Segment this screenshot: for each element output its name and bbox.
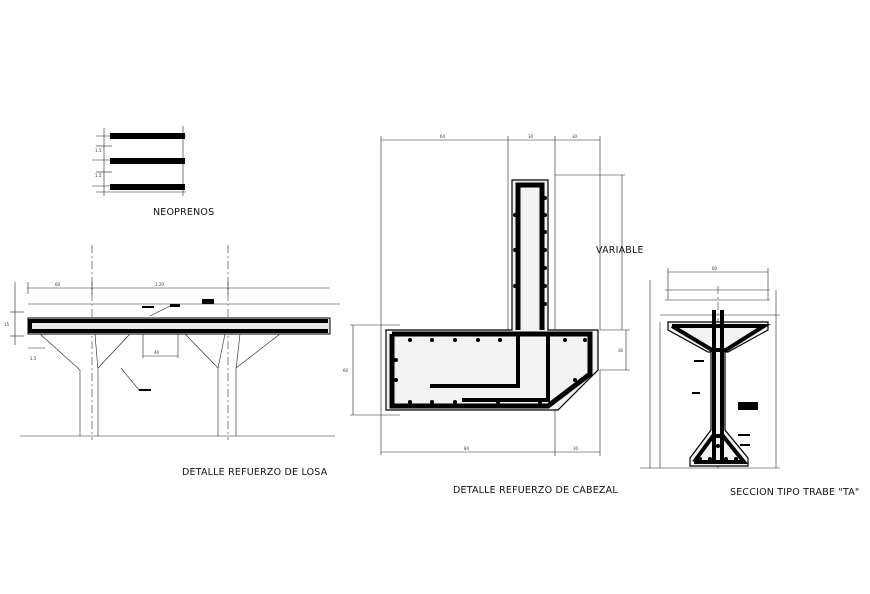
svg-text:40: 40 — [154, 350, 160, 355]
neoprenos-detail: 1.5 1.5 — [92, 126, 186, 196]
svg-text:60: 60 — [343, 368, 349, 373]
cabezal-body — [385, 179, 599, 411]
svg-text:1.5: 1.5 — [95, 148, 102, 153]
label-variable: VARIABLE — [596, 245, 644, 256]
svg-text:30: 30 — [618, 348, 624, 353]
svg-text:84: 84 — [464, 446, 470, 451]
svg-text:1.5: 1.5 — [95, 173, 102, 178]
svg-text:1.20: 1.20 — [155, 282, 164, 287]
svg-text:60: 60 — [712, 266, 718, 271]
neoprene-pad-3 — [110, 184, 185, 190]
trabe-detail: 60 — [640, 266, 780, 469]
svg-text:30: 30 — [573, 446, 579, 451]
label-trabe: SECCION TIPO TRABE "TA" — [730, 487, 860, 498]
cabezal-detail: 64 30 30 — [343, 134, 630, 456]
losa-detail: 60 1.20 15 40 1.5 — [4, 245, 340, 440]
label-cabezal: DETALLE REFUERZO DE CABEZAL — [453, 485, 618, 496]
rebar-dots — [394, 196, 587, 404]
svg-text:60: 60 — [55, 282, 61, 287]
label-neoprenos: NEOPRENOS — [153, 207, 215, 218]
svg-text:30: 30 — [528, 134, 534, 139]
label-losa: DETALLE REFUERZO DE LOSA — [182, 467, 328, 478]
svg-text:15: 15 — [4, 322, 10, 327]
neoprene-pad-2 — [110, 158, 185, 164]
svg-text:64: 64 — [440, 134, 446, 139]
svg-text:1.5: 1.5 — [30, 356, 37, 361]
trabe-section — [667, 321, 769, 467]
svg-text:30: 30 — [572, 134, 578, 139]
neoprene-pad-1 — [110, 133, 185, 139]
